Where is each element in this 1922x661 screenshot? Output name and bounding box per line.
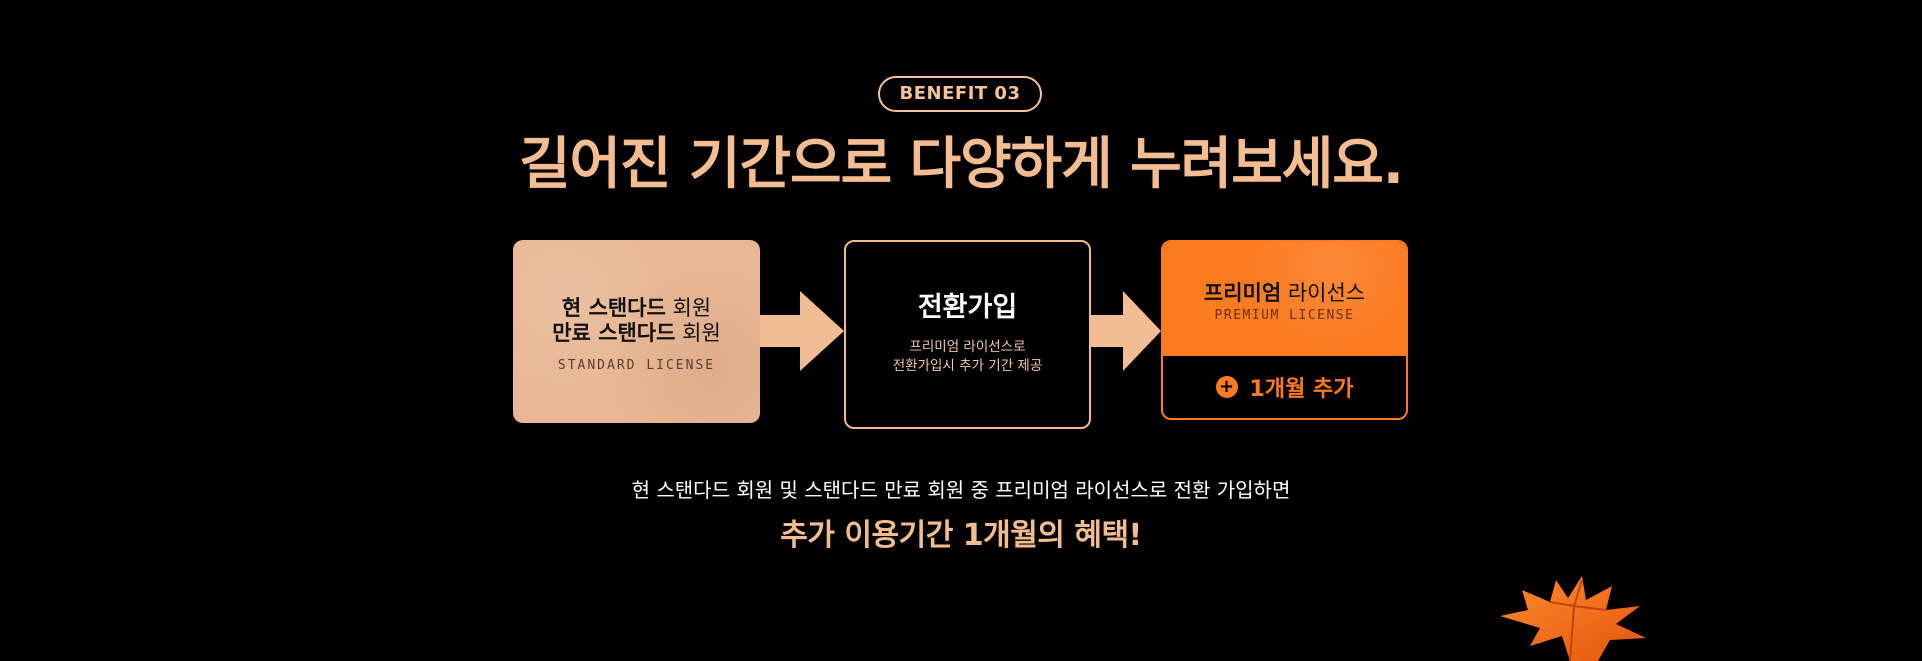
- benefit-note: 현 스탠다드 회원 및 스탠다드 만료 회원 중 프리미엄 라이선스로 전환 가…: [631, 478, 1291, 502]
- benefit-badge: BENEFIT 03: [878, 76, 1042, 112]
- premium-card-title: 프리미엄 라이선스: [1163, 242, 1406, 306]
- plus-circle-icon: +: [1215, 376, 1238, 398]
- arrow-right-icon: [1091, 291, 1161, 371]
- standard-card-line1-rest: 회원: [665, 296, 712, 320]
- convert-card-desc-line2: 전환가입시 추가 기간 제공: [892, 358, 1043, 374]
- premium-license-card: 프리미엄 라이선스 PREMIUM LICENSE + 1개월 추가: [1161, 240, 1408, 420]
- standard-card-line2: 만료 스탠다드 회원: [513, 321, 760, 346]
- standard-card-line2-bold: 만료 스탠다드: [552, 321, 676, 345]
- maple-leaf-icon: [1500, 576, 1646, 661]
- convert-signup-card: 전환가입 프리미엄 라이선스로 전환가입시 추가 기간 제공: [844, 240, 1091, 429]
- premium-card-title-rest: 라이선스: [1281, 281, 1366, 305]
- premium-card-title-bold: 프리미엄: [1203, 281, 1282, 305]
- premium-card-header: 프리미엄 라이선스 PREMIUM LICENSE: [1163, 242, 1406, 356]
- standard-license-card: 현 스탠다드 회원 만료 스탠다드 회원 STANDARD LICENSE: [513, 240, 760, 423]
- premium-bonus-row: + 1개월 추가: [1163, 356, 1406, 418]
- premium-card-subtitle: PREMIUM LICENSE: [1214, 308, 1355, 323]
- standard-card-line2-rest: 회원: [675, 321, 721, 345]
- page-title: 길어진 기간으로 다양하게 누려보세요.: [518, 132, 1404, 197]
- standard-card-line1-bold: 현 스탠다드: [561, 296, 666, 320]
- convert-card-title: 전환가입: [917, 292, 1018, 323]
- standard-card-subtitle: STANDARD LICENSE: [557, 358, 716, 373]
- arrow-right-icon: [760, 291, 844, 371]
- convert-card-desc-line1: 프리미엄 라이선스로: [909, 339, 1026, 355]
- convert-card-description: 프리미엄 라이선스로 전환가입시 추가 기간 제공: [846, 338, 1089, 376]
- benefit-emphasis: 추가 이용기간 1개월의 혜택!: [780, 518, 1142, 553]
- standard-card-line1: 현 스탠다드 회원: [513, 296, 760, 321]
- premium-bonus-label: 1개월 추가: [1249, 377, 1354, 402]
